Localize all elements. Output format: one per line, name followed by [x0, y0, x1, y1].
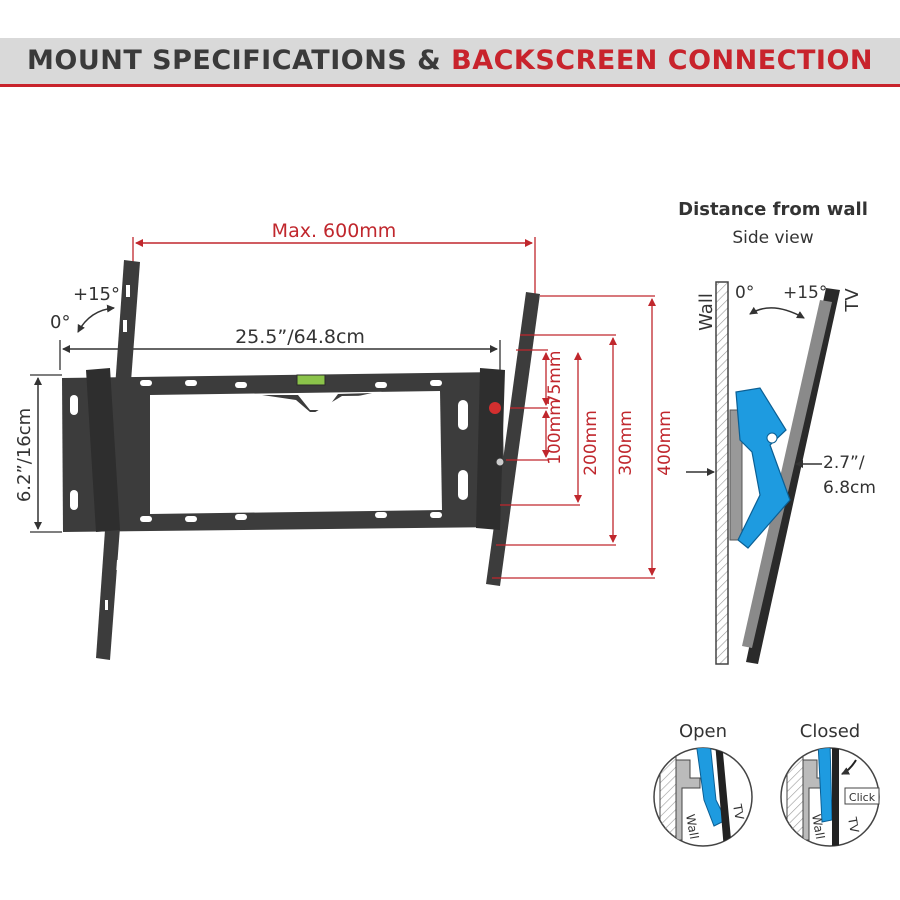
side-tilt-min-label: 0° — [735, 283, 754, 303]
page-title: MOUNT SPECIFICATIONS & BACKSCREEN CONNEC… — [0, 38, 900, 84]
vesa-dimensions — [492, 295, 656, 579]
click-arrow-icon — [841, 759, 857, 775]
side-wall-label: Wall — [696, 293, 717, 331]
left-tv-arm — [86, 260, 140, 660]
open-detail: Wall TV — [653, 747, 753, 847]
distance-label-line2: 6.8cm — [823, 478, 876, 498]
closed-tv-label: TV — [845, 815, 862, 834]
side-view-title: Distance from wall — [678, 199, 868, 220]
spirit-level-icon — [296, 374, 326, 386]
side-wall — [715, 281, 729, 665]
closed-detail: Click Wall TV — [780, 747, 880, 847]
title-part-red: BACKSCREEN CONNECTION — [451, 45, 873, 76]
front-tilt-max-label: +15° — [73, 284, 120, 305]
bracket-height-label: 6.2”/16cm — [14, 408, 35, 502]
vesa-200mm-label: 200mm — [581, 410, 601, 476]
header-banner: MOUNT SPECIFICATIONS & BACKSCREEN CONNEC… — [0, 38, 900, 87]
right-tv-arm — [476, 292, 540, 586]
vesa-400mm-label: 400mm — [655, 410, 675, 476]
vesa-300mm-label: 300mm — [616, 410, 636, 476]
click-label: Click — [849, 791, 876, 804]
vesa-75mm-label: 75mm — [545, 351, 565, 406]
bracket-width-label: 25.5”/64.8cm — [235, 326, 365, 348]
click-badge — [844, 787, 880, 805]
side-tv-label: TV — [842, 288, 863, 313]
side-tilt-max-label: +15° — [783, 283, 827, 303]
closed-label: Closed — [800, 721, 860, 742]
vesa-100mm-label: 100mm — [545, 399, 565, 465]
closed-wall-label: Wall — [809, 813, 827, 840]
open-label: Open — [679, 721, 727, 742]
side-view-subtitle: Side view — [732, 228, 813, 248]
bracket-width-dimension — [59, 340, 501, 372]
open-tv-label: TV — [730, 802, 747, 821]
front-tilt-min-label: 0° — [50, 312, 70, 333]
bracket-height-dimension — [30, 374, 62, 533]
side-bracket-clip — [729, 387, 791, 549]
distance-label-line1: 2.7”/ — [823, 453, 865, 473]
max-width-label: Max. 600mm — [272, 220, 397, 242]
title-part-dark: MOUNT SPECIFICATIONS & — [27, 45, 452, 76]
wall-plate — [62, 372, 505, 532]
max-width-dimension — [132, 237, 536, 296]
open-wall-label: Wall — [683, 813, 701, 840]
front-tilt-arrow — [77, 304, 115, 333]
side-tilt-arrow — [749, 306, 805, 319]
side-tv-back — [742, 300, 832, 648]
